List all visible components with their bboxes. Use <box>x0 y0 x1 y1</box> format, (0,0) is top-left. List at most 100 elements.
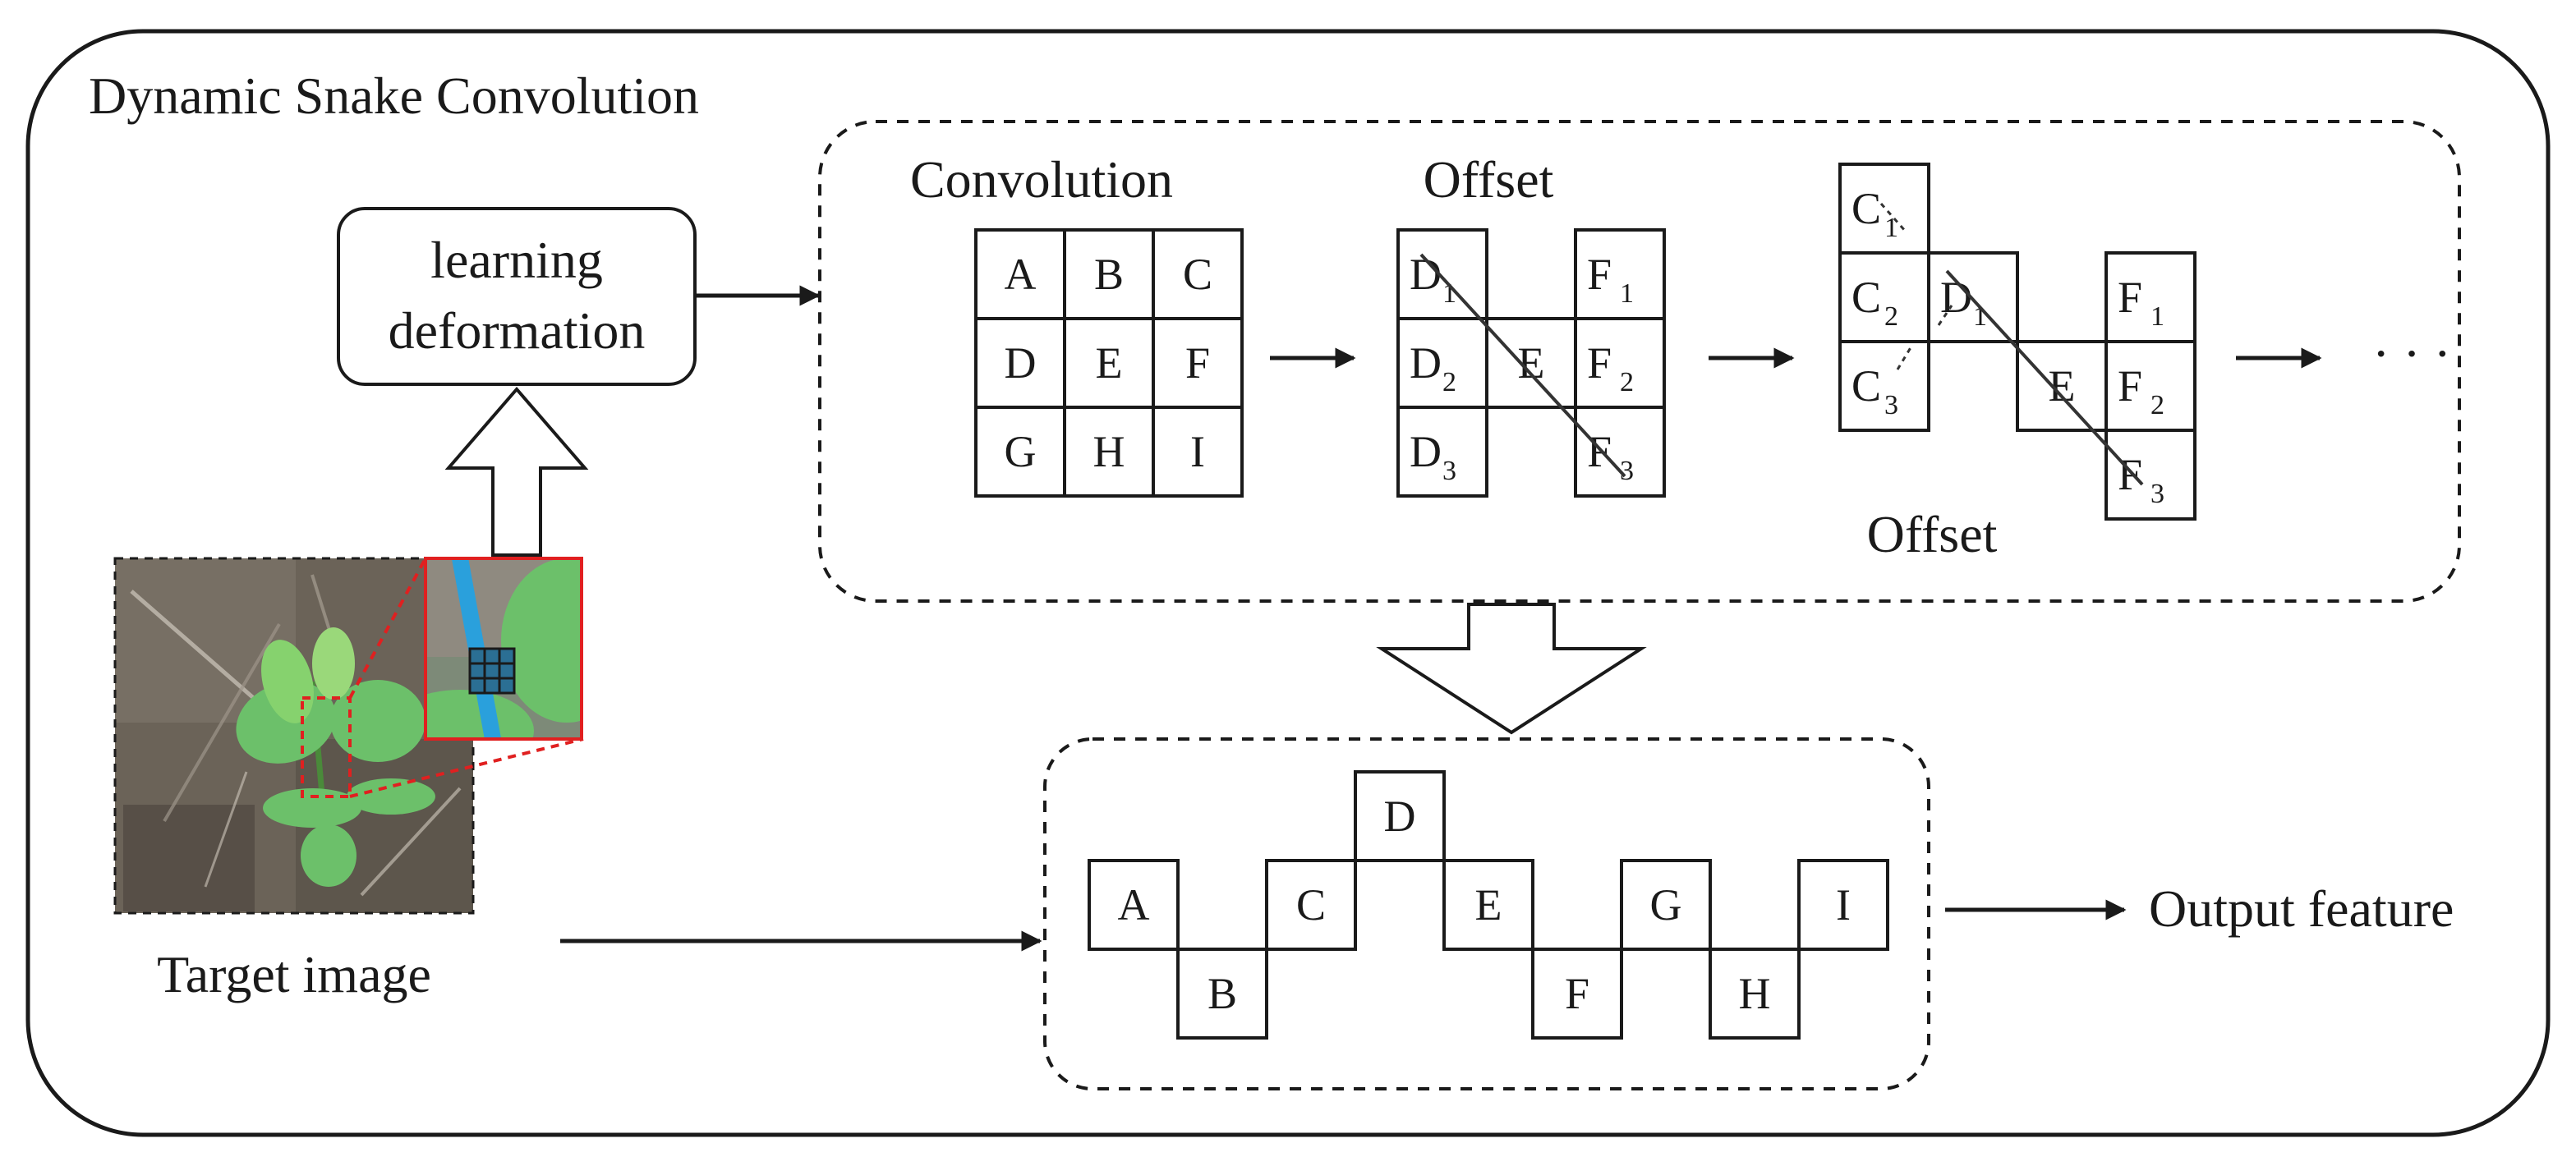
learning-deformation-box: learning deformation <box>337 207 697 386</box>
output-feature-label: Output feature <box>2149 879 2454 938</box>
conv-cell: E <box>1063 317 1155 409</box>
offset1-cell-subscript: 1 <box>1620 278 1634 309</box>
offset1-cell-label: F <box>1587 427 1612 476</box>
conv-cell-label: A <box>1005 250 1037 299</box>
offset2-cell-label: F <box>2118 361 2142 411</box>
offset2-dash-c1 <box>1879 203 1907 232</box>
snake-kernel-panel <box>1043 737 1930 1090</box>
offset1-cell-label: D <box>1410 250 1442 299</box>
offset2-title: Offset <box>1867 505 1998 563</box>
snake-cell: D <box>1354 770 1446 862</box>
deformation-label: deformation <box>389 301 646 360</box>
offset2-cell-label: C <box>1852 361 1881 411</box>
conv-cell-label: I <box>1190 427 1205 476</box>
snake-cell: I <box>1797 859 1889 951</box>
offset1-title: Offset <box>1424 150 1554 209</box>
frame-title: Dynamic Snake Convolution <box>89 67 699 125</box>
offset1-cell-subscript: 2 <box>1442 367 1456 397</box>
conv-cell-label: G <box>1005 427 1037 476</box>
offset1-cell-label: F <box>1587 250 1612 299</box>
offset2-cell-subscript: 3 <box>2150 479 2164 509</box>
learning-label: learning <box>430 231 603 289</box>
snake-cell: H <box>1709 948 1801 1040</box>
offset1-cell-subscript: 1 <box>1442 278 1456 309</box>
zoom-inset <box>301 557 584 798</box>
conv-cell: H <box>1063 406 1155 498</box>
offset1-cell-label: D <box>1410 338 1442 388</box>
offset2-cell-subscript: 2 <box>1884 301 1898 332</box>
offset1-cell-subscript: 2 <box>1620 367 1634 397</box>
conv-cell: I <box>1152 406 1244 498</box>
offset2-cell-label: C <box>1852 184 1881 233</box>
conv-cell-label: C <box>1183 250 1212 299</box>
conv-cell: F <box>1152 317 1244 409</box>
conv-cell: D <box>974 317 1066 409</box>
offset2-cell-subscript: 1 <box>2150 301 2164 332</box>
snake-cell-label: D <box>1384 792 1416 841</box>
snake-cell-label: H <box>1739 969 1771 1018</box>
snake-kernel: A B C D E F G H I <box>1088 770 1889 1040</box>
conv-cell-label: E <box>1096 338 1123 388</box>
offset2-dash-c3 <box>1896 344 1914 370</box>
offset1-cell-label: F <box>1587 338 1612 388</box>
target-image-caption: Target image <box>157 945 431 1003</box>
convolution-title: Convolution <box>910 150 1173 209</box>
offset2-dash-d1 <box>1937 305 1953 326</box>
offset1-cell-subscript: 3 <box>1442 456 1456 486</box>
conv-cell-label: H <box>1093 427 1125 476</box>
conv-cell-label: F <box>1185 338 1210 388</box>
hollow-up-arrow <box>444 386 589 557</box>
offset2-cell-subscript: 3 <box>1884 390 1898 420</box>
snake-cell-label: E <box>1475 880 1502 930</box>
conv-cell: G <box>974 406 1066 498</box>
snake-cell-label: A <box>1118 880 1150 930</box>
snake-cell-label: C <box>1296 880 1326 930</box>
convolution-grid: A B C D E F G H I <box>974 228 1244 498</box>
snake-cell: C <box>1265 859 1357 951</box>
offset-process-panel <box>818 120 2461 603</box>
hollow-down-arrow <box>1376 603 1647 735</box>
snake-cell-label: I <box>1836 880 1851 930</box>
outer-frame <box>25 29 2551 1137</box>
snake-cell-label: B <box>1208 969 1237 1018</box>
offset1-diagonal <box>1419 253 1626 478</box>
snake-cell-label: G <box>1650 880 1682 930</box>
snake-cell: G <box>1620 859 1712 951</box>
continuation-ellipsis: · · · <box>2372 324 2451 383</box>
offset2-cell-subscript: 2 <box>2150 390 2164 420</box>
conv-cell: B <box>1063 228 1155 320</box>
offset1-cell-label: D <box>1410 427 1442 476</box>
snake-cell: F <box>1531 948 1623 1040</box>
snake-cell: A <box>1088 859 1180 951</box>
snake-cell: B <box>1176 948 1268 1040</box>
offset2-cell-subscript: 1 <box>1884 213 1898 243</box>
target-image <box>113 557 475 915</box>
offset2-diagonal <box>1945 269 2144 486</box>
conv-cell: C <box>1152 228 1244 320</box>
conv-cell-label: B <box>1094 250 1124 299</box>
conv-cell-label: D <box>1005 338 1037 388</box>
snake-cell-label: F <box>1565 969 1589 1018</box>
offset1-cell-subscript: 3 <box>1620 456 1634 486</box>
offset2-cell: E <box>2016 340 2108 432</box>
offset1-cell: E <box>1485 317 1577 409</box>
snake-cell: E <box>1442 859 1534 951</box>
offset2-cell-label: C <box>1852 273 1881 322</box>
offset2-cell-label: F <box>2118 273 2142 322</box>
offset2-cell-label: F <box>2118 450 2142 499</box>
